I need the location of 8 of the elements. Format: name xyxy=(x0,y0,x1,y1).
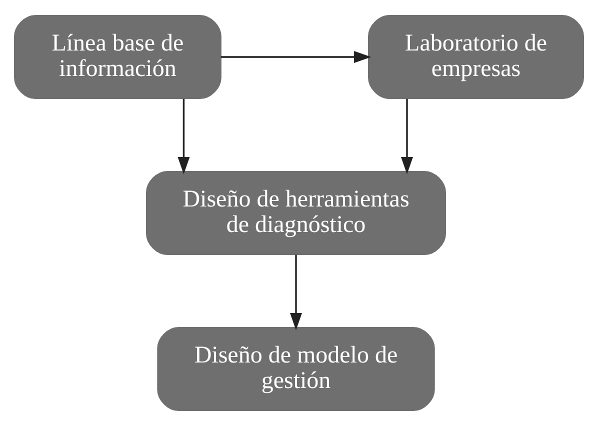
arrow xyxy=(290,254,302,330)
node-box: Laboratorio de empresas xyxy=(368,14,584,98)
node-box: Diseño de modelo de gestión xyxy=(157,326,435,410)
node-box: Diseño de herramientas de diagnóstico xyxy=(146,170,446,254)
arrow xyxy=(220,50,372,62)
arrow xyxy=(401,98,413,174)
arrow xyxy=(178,98,190,174)
node-box: Línea base de información xyxy=(14,14,222,98)
